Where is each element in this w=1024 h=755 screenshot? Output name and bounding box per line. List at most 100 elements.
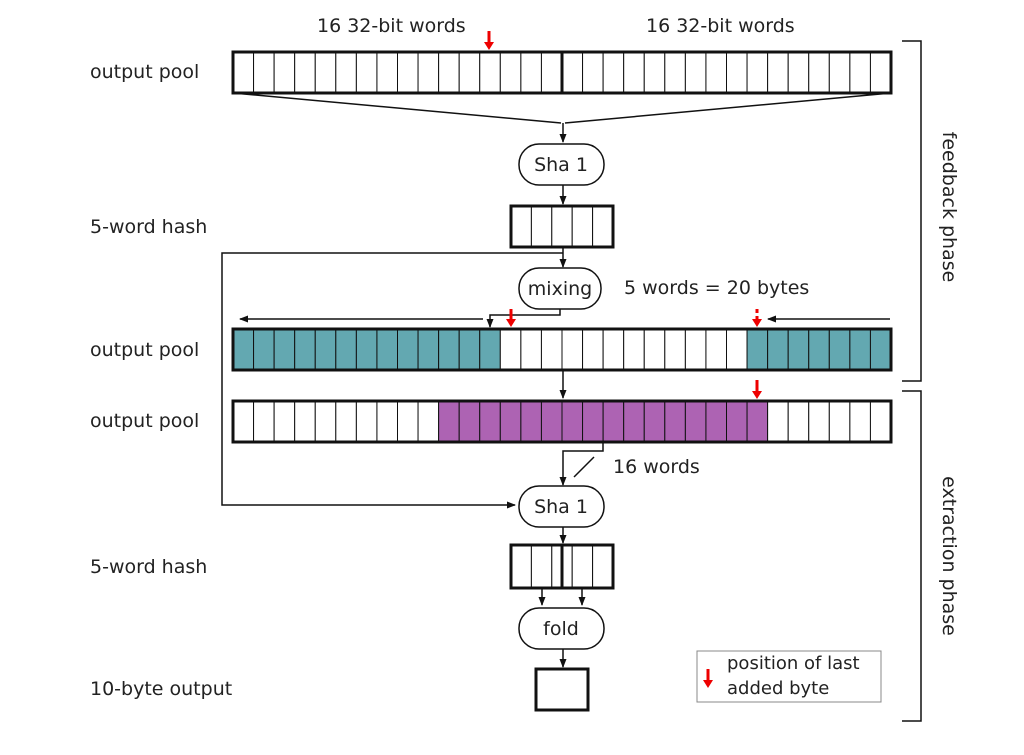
word-cell (273, 328, 296, 371)
fold-label: fold (543, 618, 579, 640)
extraction-phase-bracket: extraction phase (902, 390, 960, 722)
sha1-top-node: Sha 1 (518, 143, 605, 186)
word-cell (376, 328, 399, 371)
word-cell (479, 51, 501, 94)
last-byte-marker-2 (506, 309, 516, 327)
word-cell (335, 328, 357, 371)
word-cell (520, 51, 542, 94)
word-cell (540, 328, 563, 371)
word-cell (787, 328, 810, 371)
word-cell (540, 51, 563, 94)
word-cell (253, 51, 275, 94)
label-output-pool-3: output pool (90, 410, 199, 432)
word-cell (397, 51, 419, 94)
mixing-node: mixing (518, 267, 602, 310)
word-cell (726, 51, 748, 94)
hash-to-fold-arrows (538, 588, 586, 606)
extraction-arrow (559, 443, 604, 486)
word-cell (849, 400, 871, 443)
word-cell (314, 51, 337, 94)
mixing-to-pool-arrows (239, 309, 890, 328)
word-cell (746, 328, 769, 371)
word-cell (499, 328, 522, 371)
word-cell (458, 51, 481, 94)
word-cell (828, 400, 851, 443)
word-cell (767, 328, 789, 371)
word-cell (479, 400, 501, 443)
word-cell (417, 328, 440, 371)
word-cell (335, 51, 357, 94)
word-cell (643, 51, 666, 94)
word-cell (294, 51, 316, 94)
cell-array-outline (231, 327, 893, 372)
5-word-hash-1 (509, 204, 615, 249)
word-cell (869, 51, 892, 94)
word-cell (582, 51, 604, 94)
word-cell (684, 51, 707, 94)
word-cell (808, 328, 830, 371)
label-left-words: 16 32-bit words (317, 15, 466, 37)
word-cell (294, 400, 316, 443)
extraction-phase-label: extraction phase (938, 476, 960, 636)
sha1-top-label: Sha 1 (534, 154, 588, 176)
word-cell (602, 400, 625, 443)
label-output-pool-2: output pool (90, 339, 199, 361)
word-cell (643, 400, 666, 443)
word-cell (232, 51, 255, 94)
word-cell (458, 400, 481, 443)
word-cell (273, 400, 296, 443)
word-cell (808, 400, 830, 443)
word-cell (561, 328, 584, 371)
sha1-bottom-node: Sha 1 (518, 485, 605, 528)
word-cell (767, 400, 789, 443)
word-cell (592, 205, 614, 248)
word-cell (397, 400, 419, 443)
word-cell (767, 51, 789, 94)
legend-line-1: position of last (727, 653, 860, 674)
word-cell (828, 328, 851, 371)
cell-array-outline (509, 204, 615, 249)
word-cell (705, 400, 728, 443)
word-cell (787, 400, 810, 443)
word-cell (643, 328, 666, 371)
word-cell (808, 51, 830, 94)
word-cell (520, 328, 542, 371)
word-cell (253, 328, 275, 371)
word-cell (530, 205, 553, 248)
word-cell (253, 400, 275, 443)
word-cell (355, 400, 378, 443)
word-cell (664, 400, 686, 443)
word-cell (417, 51, 440, 94)
word-cell (869, 328, 892, 371)
last-byte-marker-2-old (752, 309, 762, 327)
word-cell (551, 205, 573, 248)
word-cell (376, 51, 399, 94)
word-cell (684, 328, 707, 371)
word-cell (232, 400, 255, 443)
word-cell (540, 400, 563, 443)
last-byte-marker-1 (484, 31, 494, 50)
last-byte-marker-3 (752, 380, 762, 399)
cell-array-outline (231, 399, 893, 444)
word-cell (530, 544, 553, 589)
word-cell (705, 328, 728, 371)
word-cell (602, 328, 625, 371)
funnel-lines (232, 92, 892, 143)
word-cell (355, 51, 378, 94)
word-cell (602, 51, 625, 94)
label-5-word-hash-1: 5-word hash (90, 216, 207, 238)
output-box (534, 667, 590, 712)
word-cell (849, 51, 871, 94)
fold-node: fold (518, 607, 605, 650)
word-cell (849, 328, 871, 371)
word-cell (314, 400, 337, 443)
word-cell (510, 205, 532, 248)
hash-to-mixing-arrows (221, 247, 567, 509)
word-cell (499, 400, 522, 443)
word-cell (571, 544, 594, 589)
word-cell (787, 51, 810, 94)
word-cell (458, 328, 481, 371)
word-cell (746, 400, 769, 443)
word-cell (397, 328, 419, 371)
word-cell (273, 51, 296, 94)
